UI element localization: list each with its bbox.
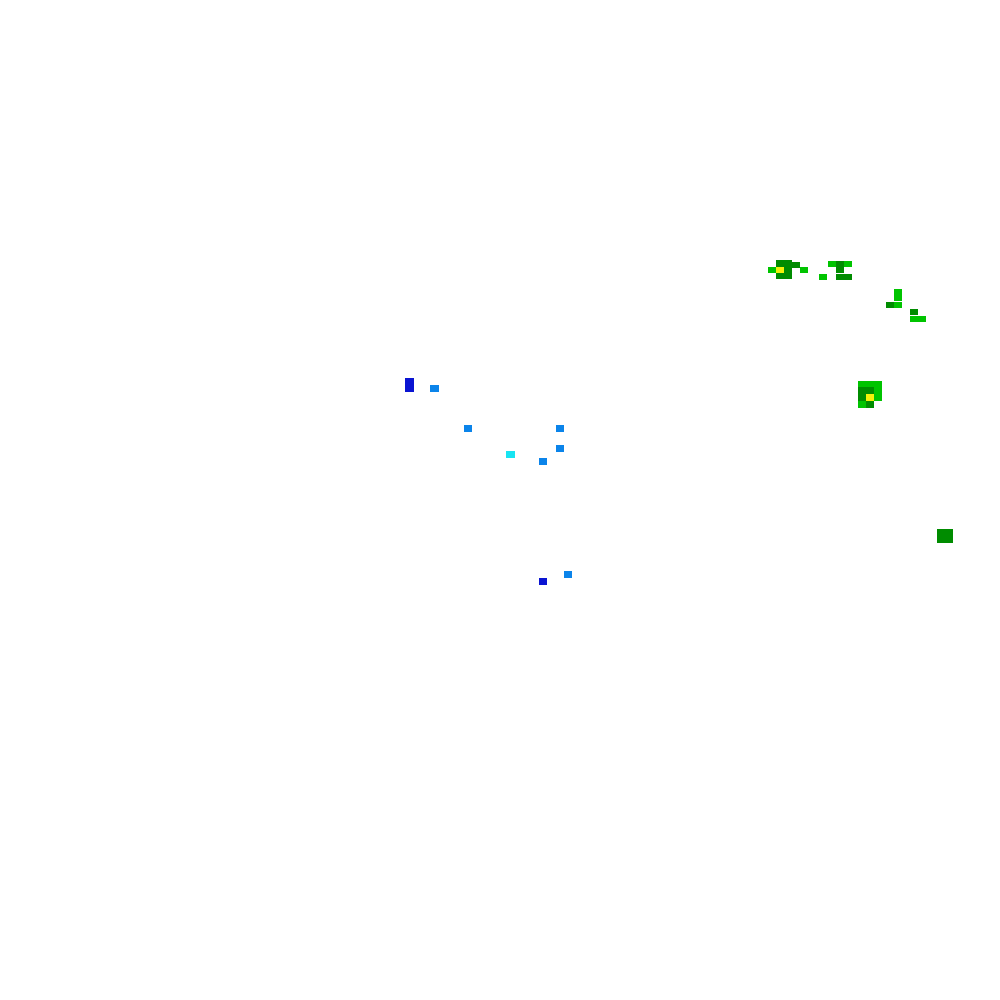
data-cell-dark-green	[910, 309, 918, 315]
data-cell-dark-blue	[539, 578, 547, 585]
data-cell-light-green	[894, 295, 902, 301]
data-cell-dark-green	[836, 274, 844, 280]
data-cell-dark-green	[836, 267, 844, 273]
data-cell-blue	[556, 445, 564, 452]
data-cell-dark-green	[945, 529, 953, 536]
data-cell-light-green	[918, 316, 926, 322]
data-cell-blue	[539, 458, 547, 465]
data-cell-dark-green	[866, 387, 874, 394]
data-cell-dark-blue	[405, 378, 414, 392]
data-cell-light-green	[800, 267, 808, 273]
data-cell-cyan	[506, 451, 515, 458]
data-cell-dark-green	[836, 261, 844, 267]
data-cell-light-green	[828, 261, 836, 267]
data-cell-dark-green	[866, 401, 874, 408]
data-cell-yellow	[776, 267, 784, 273]
data-cell-dark-green	[937, 536, 953, 543]
data-cell-light-green	[768, 267, 776, 273]
data-cell-dark-green	[858, 394, 866, 401]
data-cell-light-green	[858, 381, 866, 388]
data-cell-dark-green	[776, 260, 784, 267]
data-cell-blue	[464, 425, 472, 432]
data-cell-blue	[564, 571, 572, 578]
data-cell-light-green	[894, 302, 902, 308]
data-cell-light-green	[874, 394, 882, 401]
data-cell-dark-green	[776, 273, 784, 279]
data-cell-light-green	[819, 274, 827, 280]
data-cell-light-green	[874, 387, 882, 394]
data-cell-light-green	[874, 381, 882, 388]
data-cell-dark-green	[886, 302, 894, 308]
data-cell-dark-green	[784, 260, 792, 267]
data-cell-dark-green	[784, 273, 792, 279]
data-cell-light-green	[866, 381, 874, 388]
data-cell-dark-green	[792, 262, 800, 268]
data-cell-light-green	[910, 316, 918, 322]
data-cell-dark-green	[844, 274, 852, 280]
data-cell-dark-green	[784, 267, 792, 273]
data-cell-light-green	[858, 401, 866, 408]
data-cell-dark-green	[858, 387, 866, 394]
data-cell-dark-green	[937, 529, 945, 536]
data-cell-light-green	[844, 261, 852, 267]
data-cell-yellow	[866, 394, 874, 401]
data-cell-blue	[430, 385, 439, 392]
data-cell-blue	[556, 425, 564, 432]
data-cell-light-green	[894, 289, 902, 295]
